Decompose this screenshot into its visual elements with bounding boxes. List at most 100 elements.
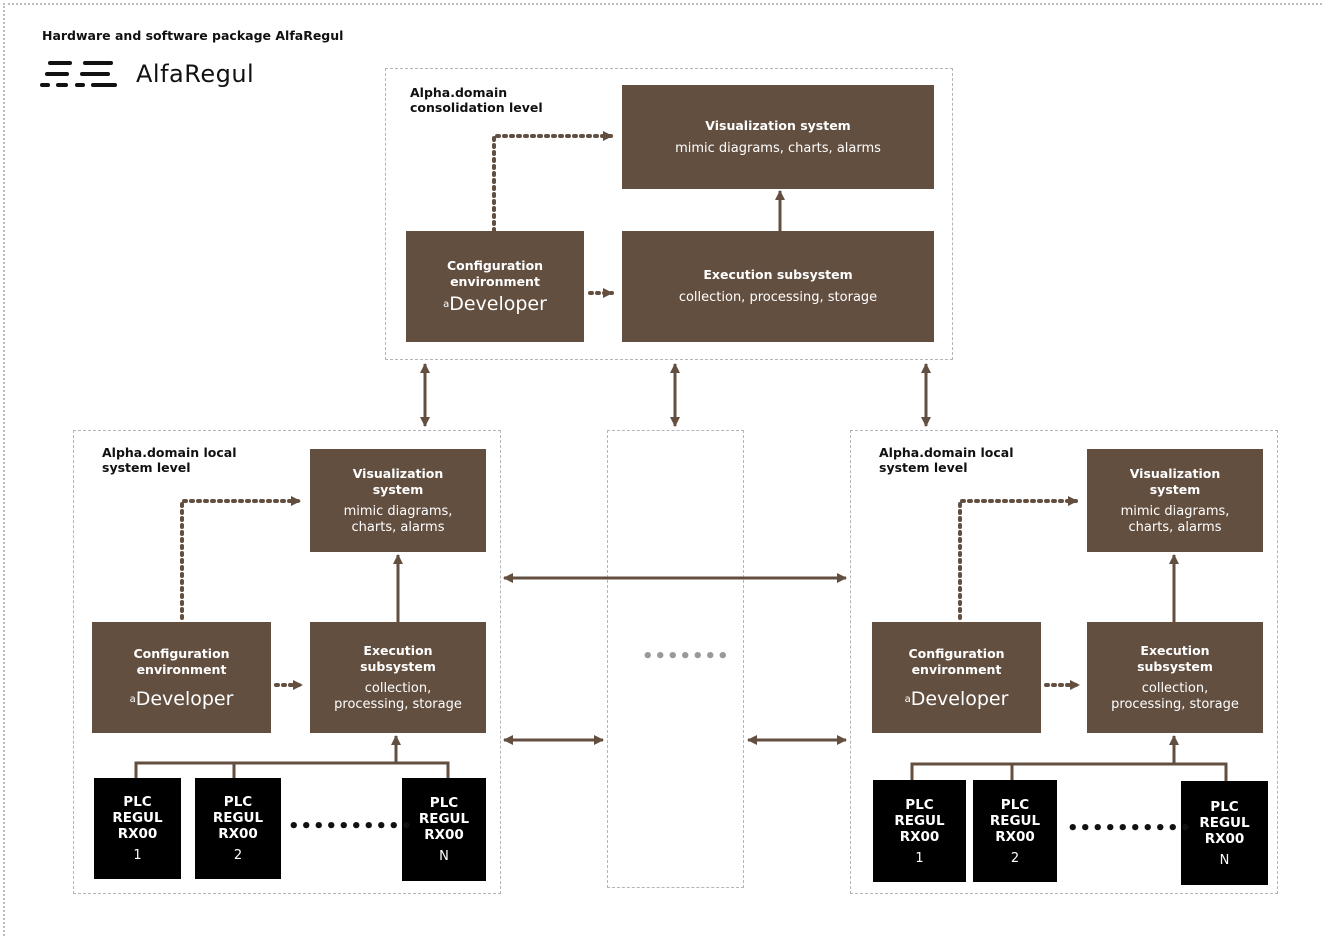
box-title-line2: system [1149,481,1201,497]
developer-text: Developer [910,687,1009,710]
consolidation-label-line1: Alpha.domain [410,85,508,100]
box-title: Visualization system [705,117,851,133]
plc-number: 1 [133,848,142,863]
developer-text: Developer [135,687,234,710]
plc-line2: REGUL [418,811,470,827]
developer-sup: a [443,299,450,310]
box-subtitle-line1: mimic diagrams, [1120,503,1230,519]
box-title-line2: environment [911,661,1002,677]
box-title-line1: Configuration [908,645,1005,661]
local-right-plc-n: PLC REGUL RX00 N [1181,781,1268,885]
box-subtitle-line2: processing, storage [334,696,462,712]
consolidation-label-line2: consolidation level [410,100,543,115]
box-subtitle-line2: charts, alarms [351,519,445,535]
developer-sup: a [904,693,911,705]
developer-label: aDeveloper [130,688,234,710]
box-title-line1: Visualization [1129,465,1221,481]
plc-number: 2 [233,848,243,863]
local-right-configuration-box: Configuration environment aDeveloper [872,622,1041,733]
plc-number: N [439,849,449,864]
box-subtitle: collection, processing, storage [678,290,878,305]
local-right-plc-1: PLC REGUL RX00 1 [873,780,966,882]
outer-frame [3,3,1322,936]
plc-line3: RX00 [995,828,1035,845]
box-title-line2: subsystem [360,658,436,674]
box-title-line2: system [372,481,424,497]
plc-line1: PLC [1210,798,1239,815]
box-title-line2: subsystem [1137,658,1213,674]
developer-label: aDeveloper [443,293,547,315]
plc-line3: RX00 [218,826,258,842]
consolidation-level-label: Alpha.domain consolidation level [410,85,543,115]
dotted-right-config-to-vis [958,496,1079,620]
local-left-label: Alpha.domain local system level [102,445,237,475]
dotted-left-config-to-vis [180,496,302,620]
dotted-cons-config-to-vis [492,131,614,233]
consolidation-execution-box: Execution subsystem collection, processi… [622,231,934,342]
consolidation-visualization-box: Visualization system mimic diagrams, cha… [622,85,934,189]
local-right-label-line1: Alpha.domain local [879,445,1014,460]
logo-mark-icon [40,61,117,87]
plc-line2: REGUL [894,812,945,829]
plc-line2: REGUL [112,810,163,826]
bus-right-plc [910,762,1228,781]
local-right-label: Alpha.domain local system level [879,445,1014,475]
box-subtitle-line1: mimic diagrams, [343,503,453,519]
local-left-visualization-box: Visualization system mimic diagrams, cha… [310,449,486,552]
bus-left-plc [134,761,450,778]
box-subtitle: mimic diagrams, charts, alarms [675,140,881,156]
local-right-visualization-box: Visualization system mimic diagrams, cha… [1087,449,1263,552]
consolidation-level-frame [385,68,953,360]
local-right-label-line2: system level [879,460,968,475]
logo-text: AlfaRegul [136,60,255,88]
plc-line3: RX00 [1204,830,1245,847]
alfaregul-logo: AlfaRegul [38,58,288,98]
local-right-execution-box: Execution subsystem collection, processi… [1087,622,1263,733]
developer-label: aDeveloper [905,688,1009,710]
box-title-line2: environment [136,661,227,677]
local-right-frame [850,430,1278,894]
local-left-label-line2: system level [102,460,191,475]
middle-frame [607,430,744,888]
local-right-plc-ellipsis: •••••••••• [1067,818,1193,839]
page-title: Hardware and software package AlfaRegul [42,28,344,43]
plc-number: 1 [915,850,924,866]
middle-ellipsis: ••••••• [642,646,730,667]
plc-line3: RX00 [424,827,464,843]
local-left-execution-box: Execution subsystem collection, processi… [310,622,486,733]
box-subtitle-line1: collection, [1141,680,1209,696]
box-subtitle-line2: processing, storage [1111,696,1239,712]
plc-line2: REGUL [989,812,1041,829]
plc-line2: REGUL [212,810,264,826]
local-left-plc-2: PLC REGUL RX00 2 [195,778,281,879]
local-left-configuration-box: Configuration environment aDeveloper [92,622,271,733]
local-left-plc-1: PLC REGUL RX00 1 [94,778,181,879]
box-title-line1: Execution [1140,642,1210,658]
local-left-label-line1: Alpha.domain local [102,445,237,460]
plc-line3: RX00 [899,828,940,845]
local-left-plc-ellipsis: •••••••••• [288,816,414,837]
box-title-line1: Configuration [446,258,544,273]
developer-text: Developer [449,293,547,315]
plc-number: 2 [1010,850,1020,866]
plc-line1: PLC [429,795,459,811]
plc-line2: REGUL [1199,814,1250,831]
box-title-line2: environment [450,274,540,289]
plc-number: N [1219,852,1230,868]
box-title-line1: Configuration [133,645,230,661]
consolidation-configuration-box: Configuration environment aDeveloper [406,231,584,342]
box-subtitle-line1: collection, [364,680,432,696]
box-title-line1: Visualization [352,465,444,481]
local-left-frame [73,430,501,894]
plc-line3: RX00 [117,826,158,842]
plc-line1: PLC [1000,796,1030,813]
box-title: Execution subsystem [703,267,853,282]
local-left-plc-n: PLC REGUL RX00 N [402,778,486,881]
plc-line1: PLC [123,794,152,810]
box-subtitle-line2: charts, alarms [1128,519,1222,535]
local-right-plc-2: PLC REGUL RX00 2 [973,780,1057,882]
developer-sup: a [129,693,136,705]
plc-line1: PLC [905,796,934,813]
box-title-line1: Execution [363,642,433,658]
